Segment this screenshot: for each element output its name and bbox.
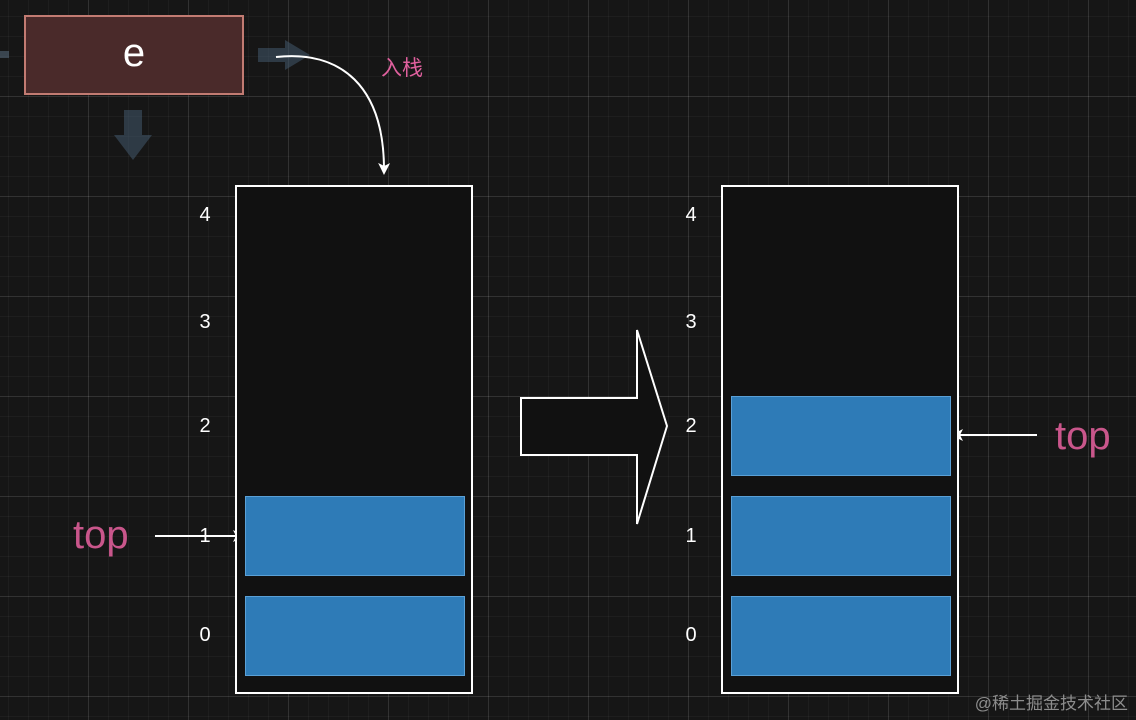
right-top-label: top bbox=[1055, 414, 1111, 458]
element-label: e bbox=[122, 31, 146, 75]
right-index-4: 4 bbox=[685, 204, 697, 226]
right-index-2: 2 bbox=[685, 415, 697, 437]
left-index-2: 2 bbox=[199, 415, 211, 437]
left-index-3: 3 bbox=[199, 311, 211, 333]
right-index-0: 0 bbox=[685, 624, 697, 646]
left-stack bbox=[235, 185, 473, 694]
push-label: 入栈 bbox=[381, 57, 423, 80]
push-curve-arrow bbox=[275, 55, 391, 175]
left-index-1: 1 bbox=[199, 525, 211, 547]
right-stack-cell-0 bbox=[731, 596, 951, 676]
right-stack-cell-2 bbox=[731, 396, 951, 476]
left-top-label: top bbox=[73, 513, 129, 557]
left-index-4: 4 bbox=[199, 204, 211, 226]
right-stack bbox=[721, 185, 959, 694]
right-index-1: 1 bbox=[685, 525, 697, 547]
watermark: @稀土掘金技术社区 bbox=[974, 694, 1128, 713]
left-stack-cell-0 bbox=[245, 596, 465, 676]
faded-down-arrow bbox=[114, 110, 152, 160]
element-box: e bbox=[24, 15, 244, 95]
faded-left-stub bbox=[0, 51, 9, 58]
right-stack-cell-1 bbox=[731, 496, 951, 576]
left-index-0: 0 bbox=[199, 624, 211, 646]
right-index-3: 3 bbox=[685, 311, 697, 333]
faded-right-arrow bbox=[258, 40, 310, 70]
left-stack-cell-1 bbox=[245, 496, 465, 576]
transition-arrow bbox=[520, 329, 669, 525]
